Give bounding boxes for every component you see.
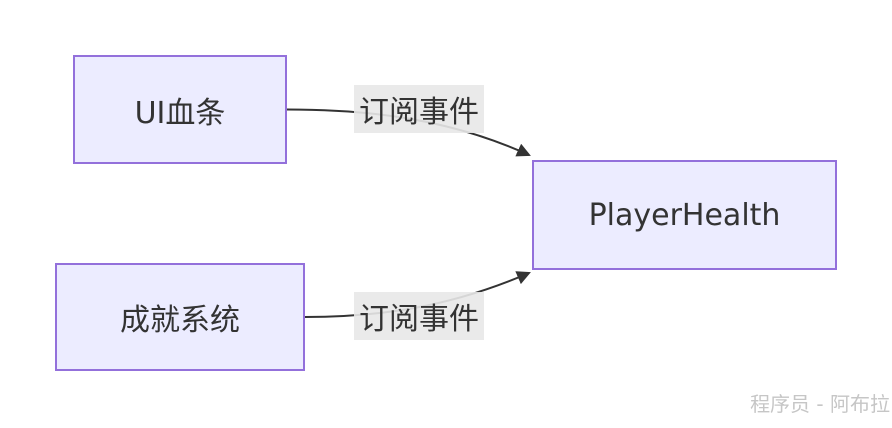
node-player-health-label: PlayerHealth [588, 197, 781, 233]
edge-label-subscribe-event-bottom: 订阅事件 [354, 292, 484, 340]
edge-label-text: 订阅事件 [359, 95, 479, 130]
node-achievement-system[interactable]: 成就系统 [55, 263, 305, 371]
node-ui-health-bar[interactable]: UI血条 [73, 55, 287, 164]
watermark: 程序员 - 阿布拉 [750, 392, 890, 416]
node-ui-health-bar-label: UI血条 [134, 95, 226, 131]
node-achievement-system-label: 成就系统 [120, 303, 240, 338]
edge-label-subscribe-event-top: 订阅事件 [354, 85, 484, 133]
node-player-health[interactable]: PlayerHealth [532, 160, 837, 270]
edge-label-text: 订阅事件 [359, 302, 479, 337]
